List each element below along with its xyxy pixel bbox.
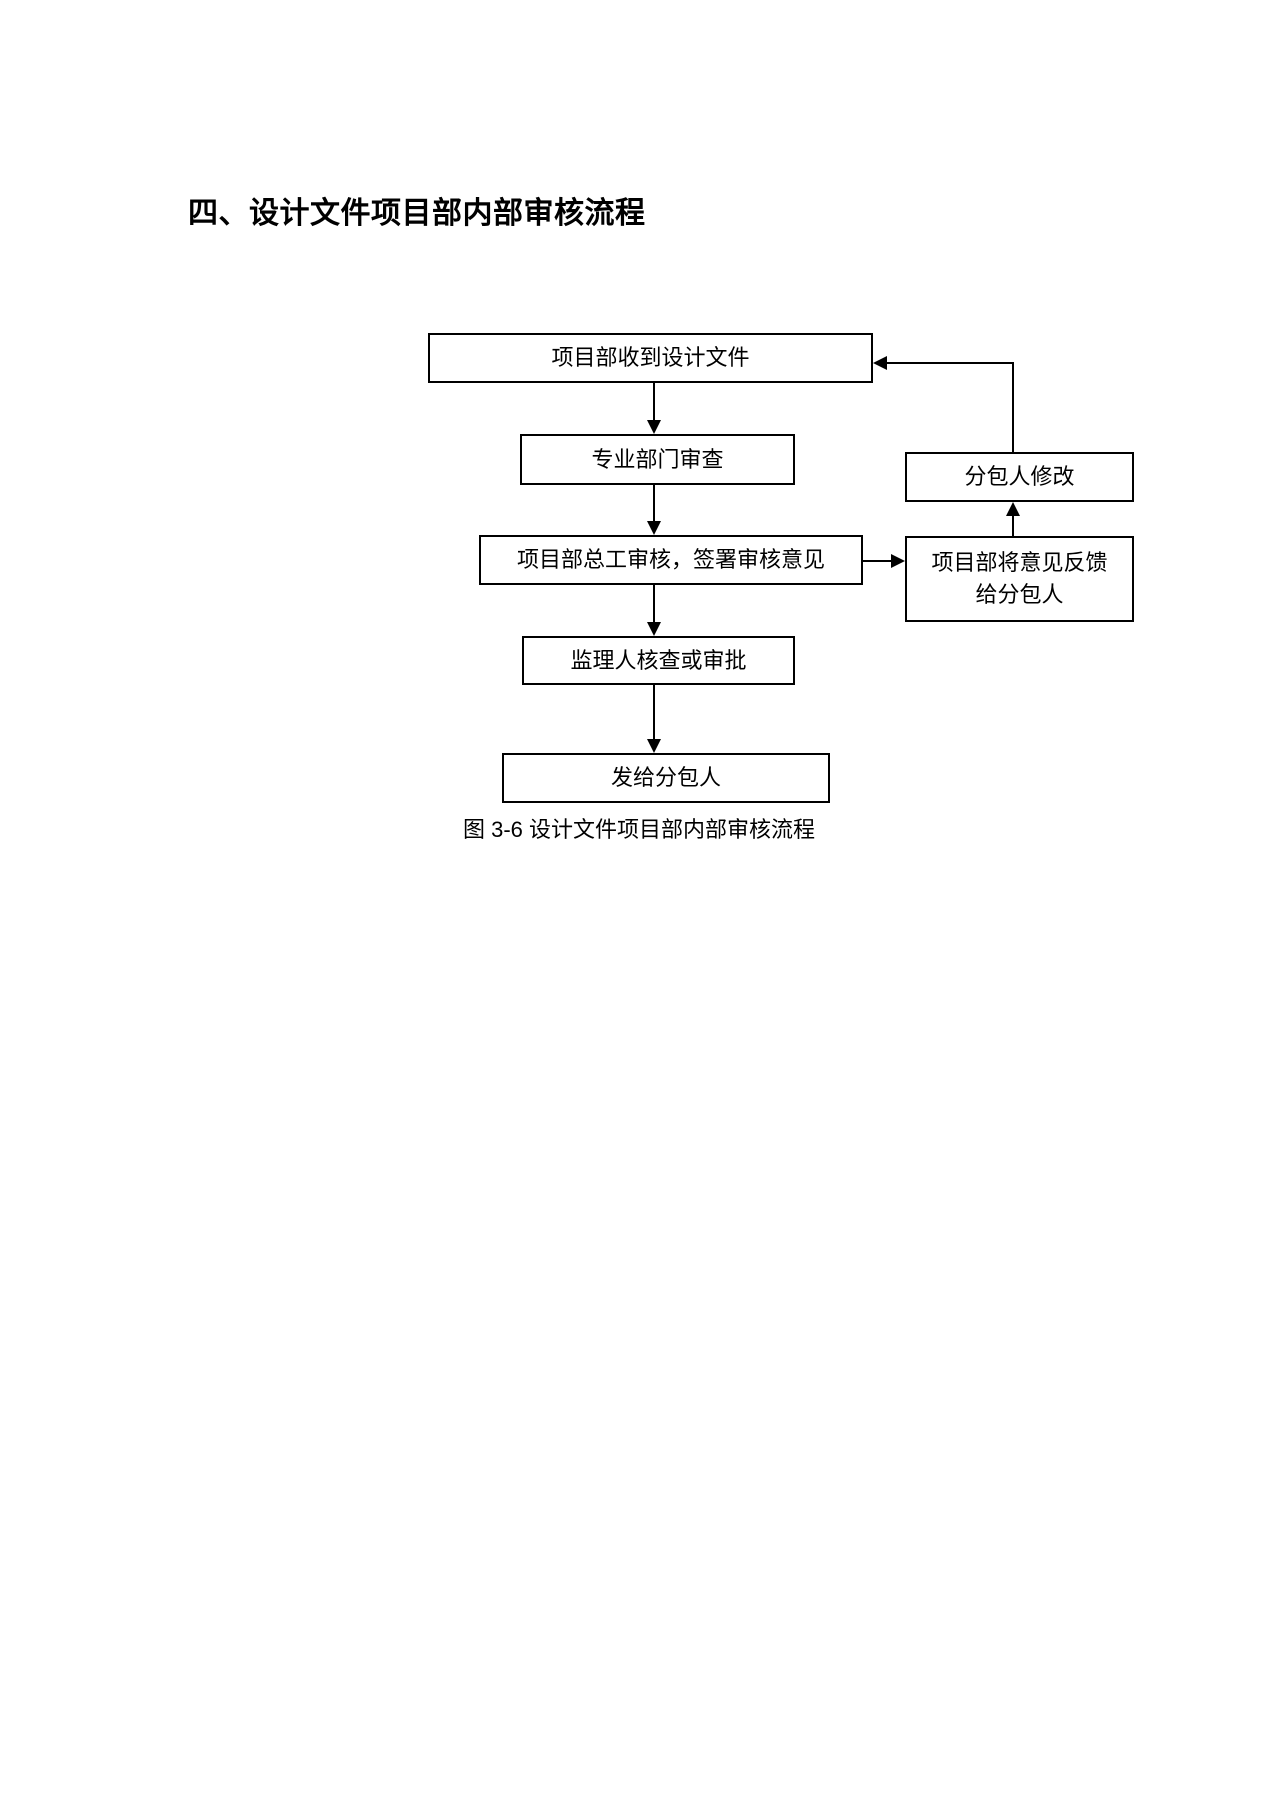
node-label: 项目部总工审核，签署审核意见 <box>516 547 825 573</box>
node-send-to-subcontractor: 发给分包人 <box>502 753 830 803</box>
arrow-chief-to-feedback <box>863 554 905 568</box>
node-label: 项目部收到设计文件 <box>551 345 750 371</box>
node-label: 分包人修改 <box>964 464 1075 490</box>
node-subcontractor-modify: 分包人修改 <box>905 452 1134 502</box>
figure-caption: 图 3-6 设计文件项目部内部审核流程 <box>463 817 816 842</box>
node-feedback-to-subcontractor: 项目部将意见反馈 给分包人 <box>905 536 1134 622</box>
arrow-dept-to-chief <box>647 485 661 535</box>
node-project-receives-design-docs: 项目部收到设计文件 <box>428 333 873 383</box>
arrow-modify-to-receive <box>873 356 1014 452</box>
node-label-line2: 给分包人 <box>975 582 1064 607</box>
arrow-supervisor-to-send <box>647 685 661 753</box>
node-department-review: 专业部门审查 <box>520 434 795 485</box>
node-supervisor-check: 监理人核查或审批 <box>522 636 795 685</box>
node-label-line1: 项目部将意见反馈 <box>931 550 1108 576</box>
arrow-feedback-to-modify <box>1006 502 1020 536</box>
node-label: 发给分包人 <box>610 765 721 791</box>
node-chief-engineer-review: 项目部总工审核，签署审核意见 <box>479 535 863 585</box>
node-label: 专业部门审查 <box>591 446 724 472</box>
arrow-receive-to-dept <box>647 383 661 434</box>
node-label: 监理人核查或审批 <box>570 647 747 673</box>
arrow-chief-to-supervisor <box>647 585 661 636</box>
section-heading: 四、设计文件项目部内部审核流程 <box>188 197 646 230</box>
